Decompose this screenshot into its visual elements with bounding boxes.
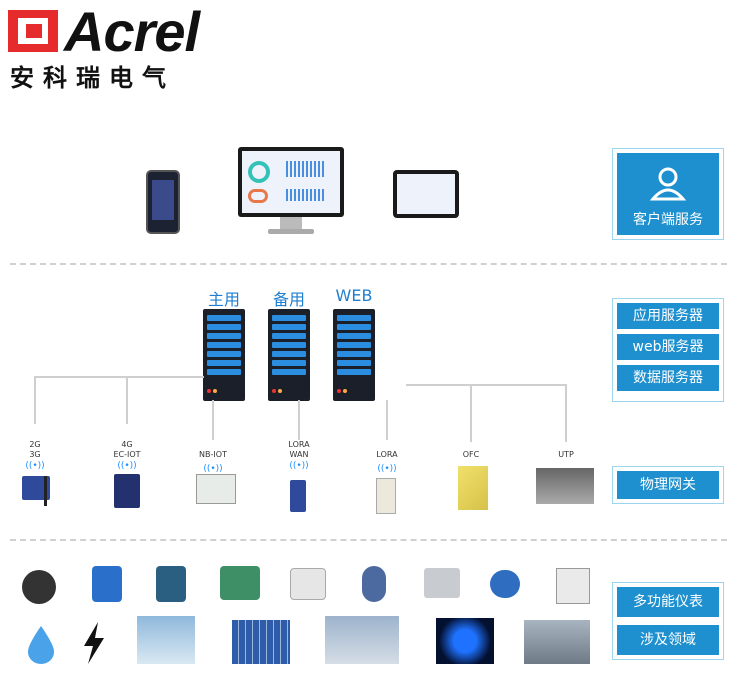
connector-drop-7 — [565, 384, 567, 442]
connector-drop-5 — [386, 400, 388, 440]
server-rack-backup — [268, 309, 310, 401]
water-meter-image — [490, 570, 520, 598]
server-panel: 应用服务器 web服务器 数据服务器 — [612, 298, 724, 402]
server-item-data: 数据服务器 — [617, 365, 719, 391]
acrel-logo-mark — [8, 10, 58, 52]
wind-turbines-image — [137, 616, 195, 664]
monitor-base — [268, 229, 314, 234]
server-rack-primary — [203, 309, 245, 401]
wifi-icon: ((•)) — [203, 464, 223, 474]
user-icon — [649, 167, 687, 201]
wifi-icon: ((•)) — [25, 461, 45, 471]
brand-name: Acrel — [64, 0, 200, 63]
transformer-image — [524, 620, 590, 664]
field-panel: 多功能仪表 涉及领域 — [612, 582, 724, 660]
field-item-domains: 涉及领域 — [617, 625, 719, 655]
server-item-application: 应用服务器 — [617, 303, 719, 329]
gateway-device-lorawan — [290, 480, 306, 512]
connector-drop-4 — [298, 400, 300, 440]
gateway-label-lora: LORA — [376, 450, 398, 459]
field-item-meters: 多功能仪表 — [617, 587, 719, 617]
server-label-primary: 主用 — [207, 290, 240, 309]
camera-device-image — [290, 568, 326, 600]
gateway-label-nbiot: NB-IOT — [199, 450, 227, 459]
wifi-icon: ((•)) — [289, 461, 309, 471]
server-item-web: web服务器 — [617, 334, 719, 360]
gateway-device-lora — [376, 478, 396, 514]
power-meter-image — [556, 568, 590, 604]
gateway-device-nbiot — [196, 474, 236, 504]
connector-drop-3 — [212, 400, 214, 440]
client-service-panel: 客户端服务 — [612, 148, 724, 240]
monitor-stand — [280, 217, 302, 229]
transmitter-device-image — [156, 566, 186, 602]
wifi-icon: ((•)) — [117, 461, 137, 471]
server-rack-web — [333, 309, 375, 401]
water-drop-icon — [28, 626, 54, 664]
valve-device-image — [220, 566, 260, 600]
gas-tanks-image — [325, 616, 399, 664]
desktop-monitor-image — [238, 147, 344, 217]
flowmeter-device-image — [92, 566, 122, 602]
server-label-web: WEB — [335, 286, 373, 305]
wifi-icon: ((•)) — [377, 464, 397, 474]
gateway-label-ofc: OFC — [462, 450, 480, 459]
gateway-label-utp: UTP — [558, 450, 574, 459]
client-service-box: 客户端服务 — [617, 153, 719, 235]
connector-left-horizontal — [34, 376, 204, 378]
connector-right-horizontal — [406, 384, 566, 386]
gateway-panel-label: 物理网关 — [617, 471, 719, 499]
pressure-gauge-image — [362, 566, 386, 602]
dashed-separator-top — [10, 263, 727, 265]
gateway-panel: 物理网关 — [612, 466, 724, 504]
solar-panels-image — [232, 620, 290, 664]
gateway-antenna — [44, 476, 47, 506]
client-service-label: 客户端服务 — [633, 212, 703, 228]
brand-name-cn: 安科瑞电气 — [10, 64, 175, 92]
gateway-device-ofc — [458, 466, 488, 510]
tablet-image — [393, 170, 459, 218]
lightning-icon — [84, 622, 104, 664]
gas-flame-image — [436, 618, 494, 664]
gateway-device-4g — [114, 474, 140, 508]
gateway-device-utp — [536, 468, 594, 504]
dashed-separator-bottom — [10, 539, 727, 541]
meter-device-image — [22, 570, 56, 604]
connector-drop-2 — [126, 376, 128, 424]
connector-drop-6 — [470, 384, 472, 442]
gas-meter-image — [424, 568, 460, 598]
connector-drop-1 — [34, 376, 36, 424]
server-label-backup: 备用 — [272, 290, 305, 309]
smartphone-image — [146, 170, 180, 234]
